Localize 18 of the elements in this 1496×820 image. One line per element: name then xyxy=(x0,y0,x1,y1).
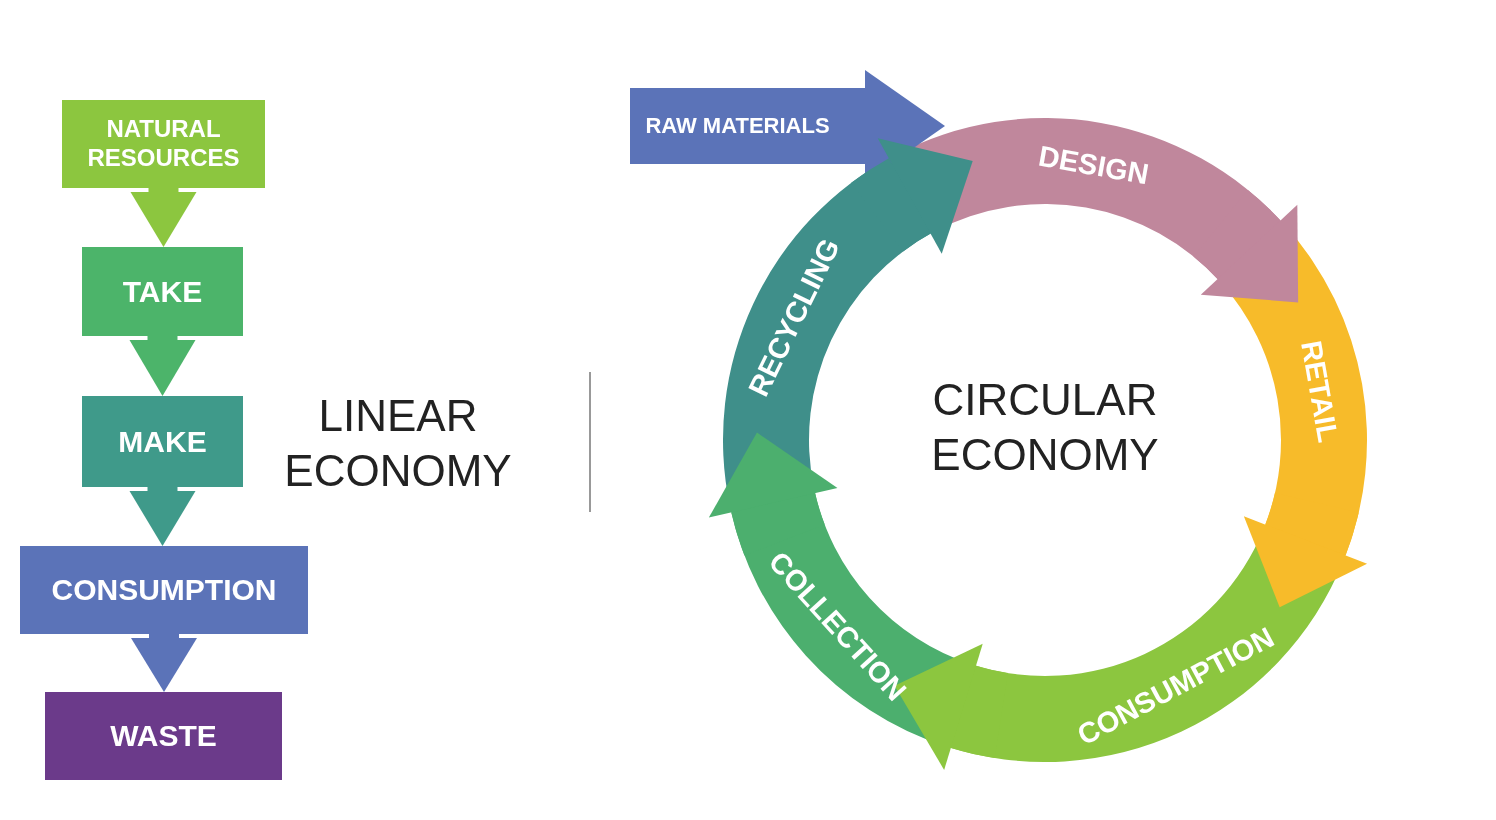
segment-label: DESIGN xyxy=(1035,139,1152,192)
arrow xyxy=(129,487,196,546)
process-box: TAKE xyxy=(82,247,243,336)
arrow xyxy=(709,432,838,555)
arrow xyxy=(130,188,197,247)
heading-label: CIRCULAR ECONOMY xyxy=(930,374,1160,481)
arrow xyxy=(851,138,973,254)
arrow xyxy=(1243,492,1368,608)
arrow xyxy=(129,336,196,396)
process-box: MAKE xyxy=(82,396,243,487)
arrow xyxy=(894,643,1009,771)
heading-label: LINEAR ECONOMY xyxy=(283,390,513,497)
process-box: WASTE xyxy=(45,692,282,780)
process-box: CONSUMPTION xyxy=(20,546,308,634)
process-box: NATURAL RESOURCES xyxy=(62,100,265,188)
arrow xyxy=(131,634,197,692)
segment-label: RETAIL xyxy=(1294,338,1345,445)
arrow xyxy=(1193,190,1300,302)
